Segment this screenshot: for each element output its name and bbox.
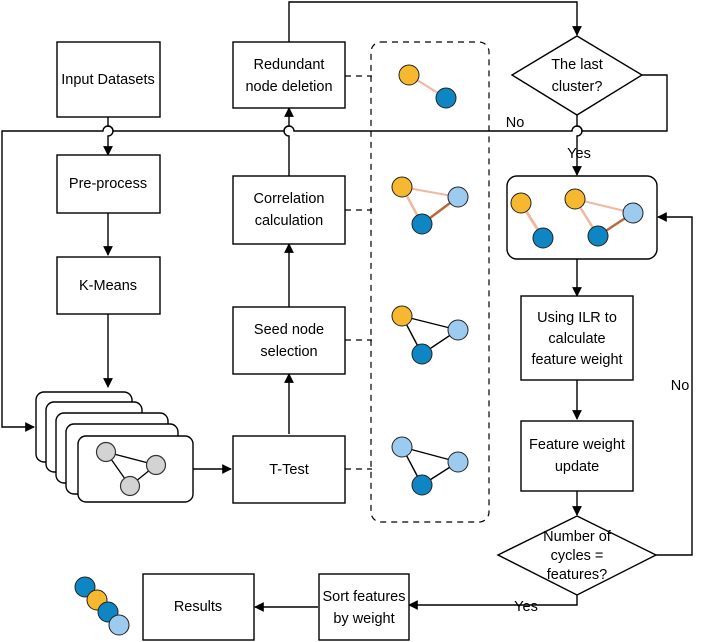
graph4-node-darkblue: [411, 474, 433, 496]
yes-label-bottom: Yes: [514, 599, 538, 615]
correlation-box: [232, 175, 346, 245]
yes-label-top: Yes: [567, 146, 591, 162]
cycles-label-3: features?: [547, 567, 607, 583]
cluster-node-a: [95, 441, 117, 463]
ilr-label-3: feature weight: [531, 352, 622, 368]
cluster-node-c: [119, 475, 141, 497]
input-datasets-label: Input Datasets: [61, 72, 155, 88]
cycles-decision: [496, 515, 658, 596]
wg1-node-darkblue: [532, 227, 554, 249]
sorted-features-icon: [74, 576, 130, 636]
seed-box: [232, 306, 346, 375]
graph3-node-orange: [391, 305, 413, 327]
preprocess-box: [56, 154, 161, 214]
wg2-node-lightblue: [622, 202, 644, 224]
sort-box: [318, 573, 410, 641]
fw-update-box: [520, 420, 634, 492]
cluster-node-b: [145, 454, 167, 476]
graph-seed: [391, 305, 469, 365]
seed-label-2: selection: [260, 344, 317, 360]
sort-label-2: by weight: [333, 611, 394, 627]
wg1-node-orange: [510, 192, 532, 214]
graph3-node-lightblue: [447, 319, 469, 341]
sorted-node-4: [108, 614, 130, 636]
preprocess-label: Pre-process: [69, 176, 147, 192]
ilr-label-2: calculate: [548, 331, 605, 347]
graph2-node-lightblue: [447, 186, 469, 208]
weighted-graph-left: [510, 192, 554, 249]
redundant-label-2: node deletion: [245, 79, 332, 95]
graph-redundant: [398, 64, 457, 109]
cycles-label-1: Number of: [543, 529, 612, 545]
edge-cycles-yes: [408, 595, 578, 610]
results-label: Results: [174, 599, 222, 615]
edge-input-preprocess: [103, 117, 114, 156]
graph1-node-orange: [398, 64, 420, 86]
fw-update-label-2: update: [555, 459, 599, 475]
cluster-stack: [35, 391, 194, 503]
seed-label-1: Seed node: [254, 322, 324, 338]
last-cluster-label-2: cluster?: [552, 79, 603, 95]
wg2-node-orange: [564, 188, 586, 210]
cycles-label-2: cycles =: [551, 548, 604, 564]
no-label-right: No: [671, 378, 690, 394]
last-cluster-label-1: The last: [551, 57, 603, 73]
input-datasets-box: [56, 41, 161, 118]
ilr-box: [520, 295, 634, 381]
correlation-label-1: Correlation: [254, 191, 325, 207]
edge-redundant-lastcluster: [288, 1, 582, 42]
graph4-node-lightblue-b: [447, 451, 469, 473]
edge-cycles-no: [656, 212, 693, 556]
sort-label-1: Sort features: [322, 589, 405, 605]
edge-corr-redundant: [283, 107, 294, 176]
kmeans-label: K-Means: [79, 278, 137, 294]
graph-ttest: [391, 436, 469, 496]
graph3-node-darkblue: [411, 343, 433, 365]
wg2-node-darkblue: [587, 225, 609, 247]
graph1-node-darkblue: [435, 87, 457, 109]
illustration-panel: [370, 41, 490, 523]
sorted-node-1: [74, 576, 96, 598]
redundant-box: [232, 41, 346, 109]
edge-yes-weights: [572, 115, 583, 176]
no-label-top: No: [506, 115, 525, 131]
fw-update-label-1: Feature weight: [529, 437, 625, 453]
graph4-node-lightblue-a: [391, 436, 413, 458]
graph2-node-darkblue: [411, 213, 433, 235]
graph-correlation: [391, 176, 469, 235]
correlation-label-2: calculation: [255, 213, 324, 229]
ilr-label-1: Using ILR to: [537, 310, 617, 326]
kmeans-box: [56, 256, 161, 315]
ttest-label: T-Test: [269, 462, 308, 478]
graph2-node-orange: [391, 176, 413, 198]
last-cluster-decision: [510, 35, 644, 116]
results-box: [142, 573, 255, 641]
redundant-label-1: Redundant: [254, 57, 325, 73]
ttest-box: [232, 435, 346, 504]
weighted-graph-right: [564, 188, 644, 247]
